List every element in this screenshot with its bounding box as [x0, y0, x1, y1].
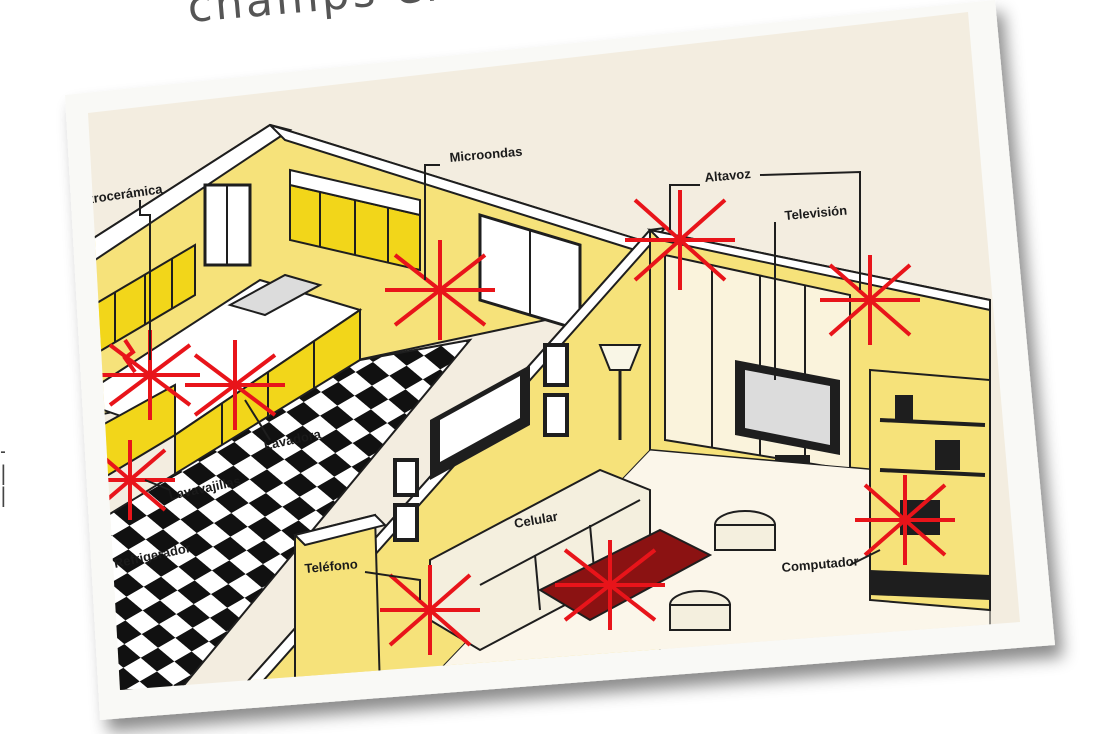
emf-burst-altavoz	[625, 190, 735, 290]
emf-burst-celular	[555, 540, 665, 630]
emf-burst-television	[820, 255, 920, 345]
emf-burst-computador	[855, 475, 955, 565]
emf-burst-telefono	[380, 565, 480, 655]
